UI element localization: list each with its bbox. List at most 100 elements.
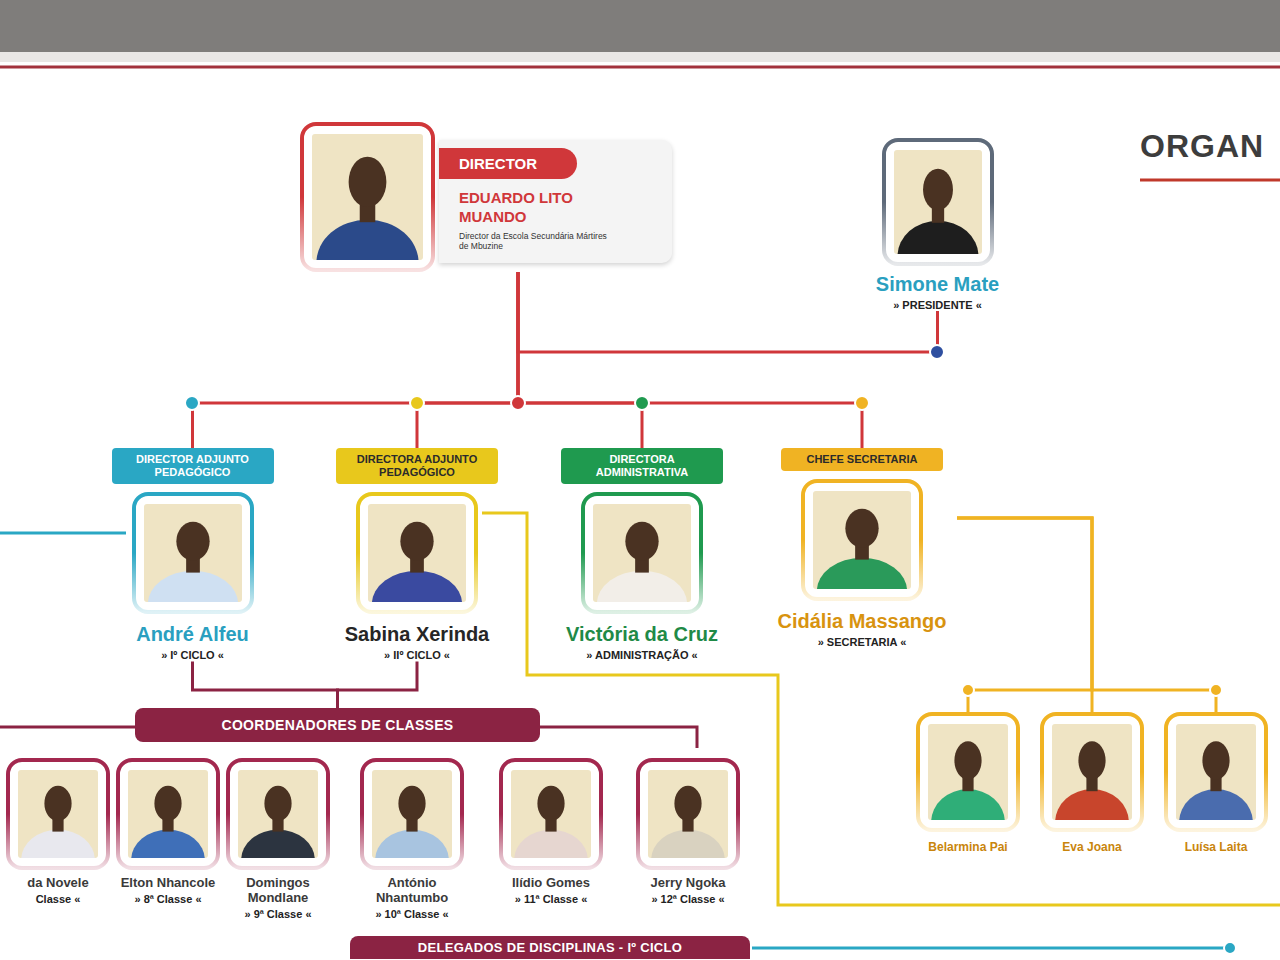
name-co-text: António Nhantumbo xyxy=(358,876,466,906)
name-co-text: Domingos Mondlane xyxy=(224,876,332,906)
person-body xyxy=(21,830,95,858)
connector-line xyxy=(957,518,1092,712)
name-lvl-text: Cidália Massango xyxy=(778,609,947,633)
name-co-text: Jerry Ngoka xyxy=(650,876,725,891)
coordinator-card: da NoveleClasse « xyxy=(4,758,112,905)
person-body xyxy=(897,221,978,254)
coordinator-card: Domingos Mondlane » 9ª Classe « xyxy=(224,758,332,920)
connector-line xyxy=(338,661,418,708)
staff-card: Luísa Laita xyxy=(1160,712,1272,854)
coordinator-card: Elton Nhancole » 8ª Classe « xyxy=(114,758,222,905)
info-panel: DIRECTOREDUARDO LITO MUANDODirector da E… xyxy=(439,140,672,263)
photo-image xyxy=(1052,724,1132,820)
portrait-photo xyxy=(132,492,254,614)
name-co-text: Ilídio Gomes xyxy=(512,876,590,891)
person-body xyxy=(651,830,725,858)
coordinator-card: António Nhantumbo» 10ª Classe « xyxy=(358,758,466,920)
person-head xyxy=(154,786,181,821)
staff-card: Belarmina Pai xyxy=(912,712,1024,854)
coordinator-card: Jerry Ngoka » 12ª Classe « xyxy=(634,758,742,905)
photo-image xyxy=(894,150,982,254)
director-card: DIRECTOREDUARDO LITO MUANDODirector da E… xyxy=(300,122,672,272)
person-head xyxy=(1078,741,1105,779)
role-text: » SECRETARIA « xyxy=(818,636,907,648)
band-label: DELEGADOS DE DISCIPLINAS - Iº CICLO xyxy=(350,936,750,959)
role-co-text: » 12ª Classe « xyxy=(651,893,724,905)
staff-card: Eva Joana xyxy=(1036,712,1148,854)
portrait-photo xyxy=(360,758,464,870)
role-co-text: » 8ª Classe « xyxy=(134,893,201,905)
portrait-photo xyxy=(300,122,435,272)
name-lvl-text: André Alfeu xyxy=(136,622,249,646)
photo-image xyxy=(18,770,98,858)
photo-image xyxy=(813,491,911,589)
photo-image xyxy=(368,504,466,602)
name-co-text: Elton Nhancole xyxy=(121,876,216,891)
person-head xyxy=(264,786,291,821)
connector-line xyxy=(417,272,518,448)
name-co-text: da Novele xyxy=(27,876,88,891)
deputy-card: DIRECTOR ADJUNTO PEDAGÓGICO André Alfeu » … xyxy=(105,448,280,661)
junction-dot xyxy=(930,345,944,359)
pill-text: CHEFE SECRETARIA xyxy=(781,448,943,471)
portrait-photo xyxy=(116,758,220,870)
person-body xyxy=(1055,789,1129,820)
frame-band xyxy=(0,0,1280,52)
portrait-photo xyxy=(636,758,740,870)
photo-image xyxy=(312,134,423,260)
person-head xyxy=(44,786,71,821)
photo-image xyxy=(648,770,728,858)
role-co-text: Classe « xyxy=(36,893,81,905)
person-head xyxy=(1202,741,1229,779)
role-text: » PRESIDENTE « xyxy=(893,299,982,311)
junction-dot xyxy=(635,396,649,410)
person-body xyxy=(375,830,449,858)
name-st-text: Belarmina Pai xyxy=(928,840,1007,854)
person-body xyxy=(147,571,237,602)
connector-line xyxy=(518,272,862,448)
junction-dot xyxy=(185,396,199,410)
connector-line xyxy=(518,272,642,448)
junction-dot xyxy=(511,396,525,410)
title-underline xyxy=(1140,179,1280,182)
person-body xyxy=(241,830,315,858)
person-head xyxy=(954,741,981,779)
person-body xyxy=(1179,789,1253,820)
branch-line xyxy=(752,947,1230,950)
pill-text: DIRECTORA ADMINISTRATIVA xyxy=(561,448,723,484)
name-st-text: Luísa Laita xyxy=(1185,840,1248,854)
person-body xyxy=(316,220,418,260)
person-head xyxy=(845,509,878,548)
role-text: » Iº CICLO « xyxy=(161,649,224,661)
person-head xyxy=(349,157,387,207)
pill-text: DIRECTORA ADJUNTO PEDAGÓGICO xyxy=(336,448,498,484)
connector-line xyxy=(957,518,1216,712)
connector-line xyxy=(193,661,338,708)
pill-text: DIRECTOR ADJUNTO PEDAGÓGICO xyxy=(112,448,274,484)
person-body xyxy=(131,830,205,858)
person-head xyxy=(400,522,433,561)
deputy-card: DIRECTORA ADJUNTO PEDAGÓGICO Sabina Xerin… xyxy=(327,448,507,661)
junction-dot xyxy=(855,396,869,410)
deputy-card: CHEFE SECRETARIA Cidália Massango » SECRET… xyxy=(767,448,957,648)
person-body xyxy=(931,789,1005,820)
junction-dot xyxy=(1210,684,1222,696)
portrait-photo xyxy=(916,712,1020,832)
person-body xyxy=(372,571,462,602)
connector-line xyxy=(957,518,1092,712)
photo-image xyxy=(372,770,452,858)
portrait-photo xyxy=(801,479,923,601)
role-text: » ADMINISTRAÇÃO « xyxy=(586,649,697,661)
chart-title: ORGAN xyxy=(1140,128,1264,165)
role-co-text: » 9ª Classe « xyxy=(244,908,311,920)
portrait-photo xyxy=(581,492,703,614)
person-head xyxy=(923,169,953,211)
name-lvl-text: Sabina Xerinda xyxy=(345,622,490,646)
pill-dir-text: DIRECTOR xyxy=(439,148,577,179)
band-label: COORDENADORES DE CLASSES xyxy=(135,708,540,742)
frame-line xyxy=(0,66,1280,69)
portrait-photo xyxy=(882,138,994,266)
photo-image xyxy=(128,770,208,858)
connector-line xyxy=(193,272,519,448)
